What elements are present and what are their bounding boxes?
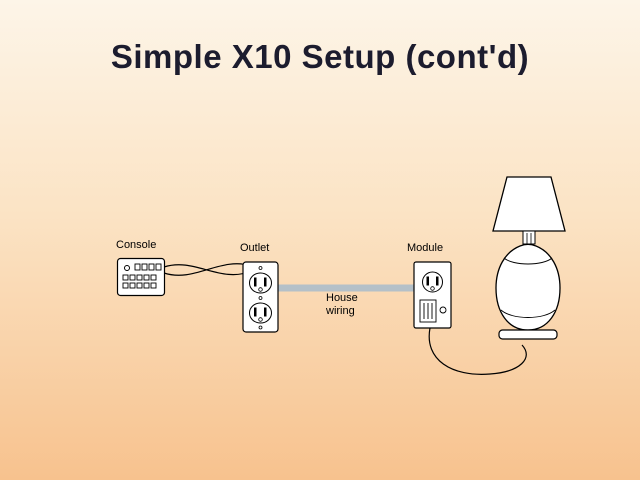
lamp-icon [492, 176, 566, 340]
console-device-icon [116, 257, 166, 297]
console-label: Console [116, 239, 157, 251]
page-title: Simple X10 Setup (cont'd) [110, 38, 530, 75]
module-lamp-wire [428, 327, 527, 375]
outlet-label: Outlet [240, 242, 270, 254]
house-wiring-label: House wiring [326, 292, 358, 317]
module-label: Module [407, 242, 444, 254]
module-device-icon [413, 261, 452, 329]
outlet-device-icon [242, 261, 279, 333]
console-outlet-wire [163, 263, 253, 276]
